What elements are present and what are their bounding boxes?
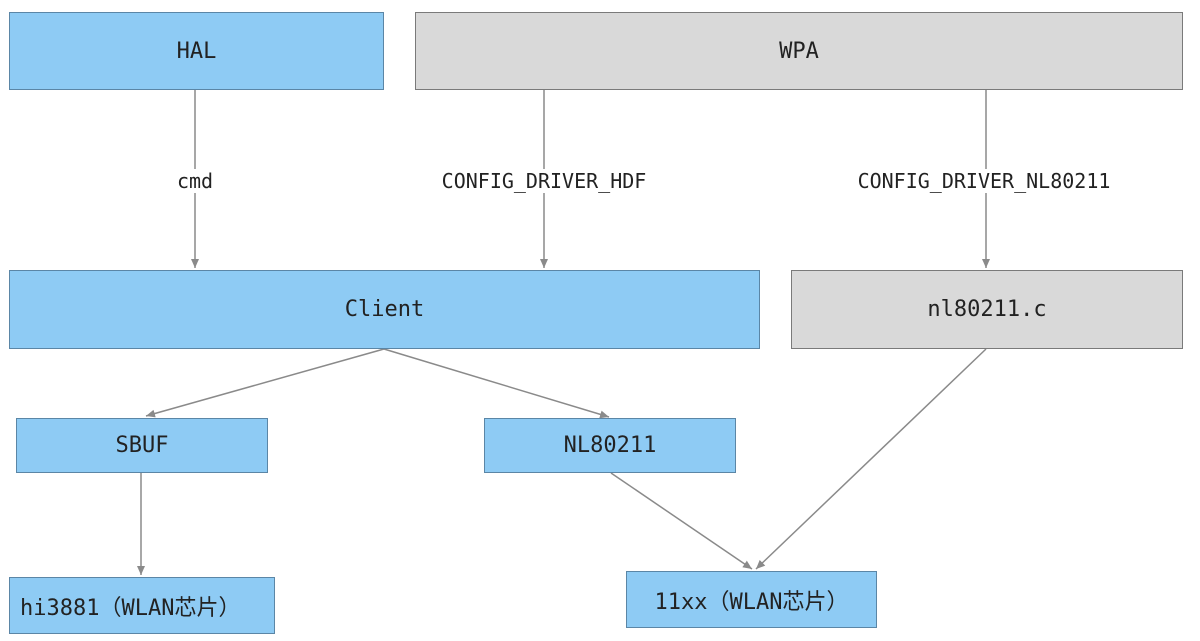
edge-nl80211c-to-11xx [755,348,987,570]
hal-label: HAL [176,38,217,64]
nl80211-node: NL80211 [484,418,736,473]
client-node: Client [9,270,760,349]
nl80211c-node: nl80211.c [791,270,1183,349]
wpa-node: WPA [415,12,1183,90]
hi3881-label: hi3881（WLAN芯片） [20,595,241,621]
nl80211-label: NL80211 [563,433,657,458]
11xx-node: 11xx（WLAN芯片） [626,571,877,628]
client-label: Client [344,297,425,322]
edge-label-cmd: cmd [172,169,218,193]
hi3881-node: hi3881（WLAN芯片） [9,577,275,634]
11xx-label: 11xx（WLAN芯片） [654,589,849,615]
hal-node: HAL [9,12,384,90]
wpa-label: WPA [779,38,819,64]
edge-label-config-driver-hdf: CONFIG_DRIVER_HDF [437,169,651,193]
nl80211c-label: nl80211.c [927,297,1047,322]
sbuf-label: SBUF [115,433,169,458]
edge-client-to-nl80211 [383,348,610,419]
edge-client-to-sbuf [145,348,385,418]
edge-nl80211-to-11xx [610,472,753,570]
edge-label-config-driver-nl80211: CONFIG_DRIVER_NL80211 [853,169,1115,193]
sbuf-node: SBUF [16,418,268,473]
